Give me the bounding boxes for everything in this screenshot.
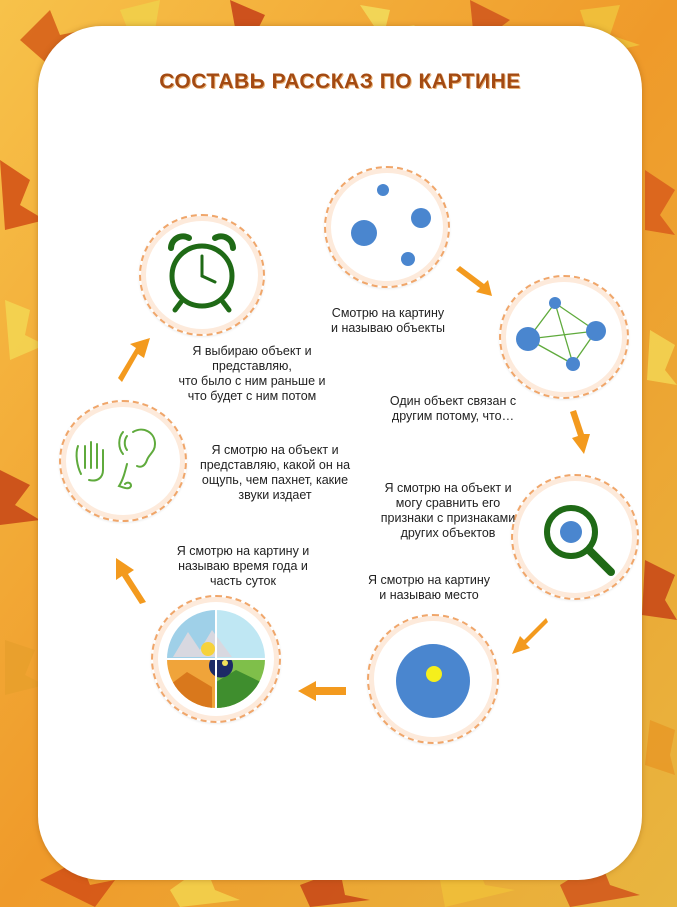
step-7-circle — [139, 214, 265, 336]
arrow-5-to-6 — [116, 558, 146, 604]
page-title: СОСТАВЬ РАССКАЗ ПО КАРТИНЕ — [159, 70, 521, 93]
step-7-label: Я выбираю объект и представляю, что было… — [178, 344, 326, 403]
connected-dots-icon — [516, 297, 606, 371]
step-4-label: Я смотрю на картину и называю место — [367, 573, 491, 602]
step-2-label: Один объект связан с другим потому, что… — [389, 394, 517, 423]
arrow-3-to-4 — [512, 618, 548, 654]
step-1-label: Смотрю на картину и называю объекты — [331, 306, 445, 335]
arrow-2-to-3 — [570, 410, 590, 454]
senses-icon — [75, 428, 157, 490]
step-1-circle — [324, 166, 450, 288]
arrow-6-to-7 — [118, 338, 150, 382]
step-4-circle — [367, 614, 499, 744]
scattered-dots-icon — [351, 184, 431, 266]
step-5-circle — [151, 595, 281, 723]
step-3-circle — [511, 474, 639, 600]
arrow-4-to-5 — [298, 681, 346, 701]
seasons-icon — [167, 610, 265, 708]
step-6-label: Я смотрю на объект и представляю, какой … — [199, 443, 351, 502]
step-3-label: Я смотрю на объект и могу сравнить его п… — [380, 481, 516, 540]
magnifier-icon — [544, 505, 615, 576]
place-circle-icon — [396, 644, 470, 718]
step-2-circle — [499, 275, 629, 399]
step-5-label: Я смотрю на картину и называю время года… — [176, 544, 310, 588]
arrow-1-to-2 — [456, 266, 492, 296]
step-6-circle — [59, 400, 187, 522]
alarm-clock-icon — [168, 233, 236, 313]
